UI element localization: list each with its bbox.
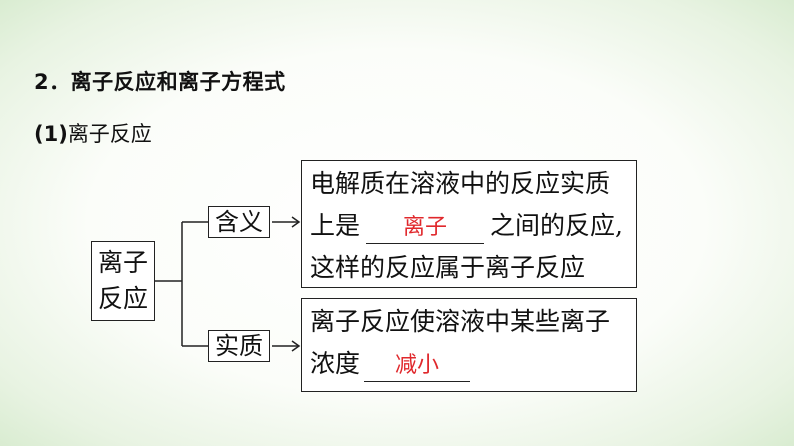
essence-line-2: 浓度减小 bbox=[310, 343, 628, 385]
meaning-line-2-suffix: 之间的反应, bbox=[490, 211, 623, 240]
subsection-heading: (1)离子反应 bbox=[34, 118, 152, 148]
root-line-1: 离子 bbox=[97, 248, 148, 277]
root-line-2: 反应 bbox=[97, 284, 148, 313]
essence-arrowhead bbox=[291, 340, 301, 352]
section-heading: 2．离子反应和离子方程式 bbox=[34, 70, 286, 94]
meaning-node: 含义 bbox=[208, 206, 270, 238]
subsection-title: 离子反应 bbox=[67, 122, 152, 146]
meaning-line-3: 这样的反应属于离子反应 bbox=[310, 253, 586, 282]
essence-answer-blank: 减小 bbox=[364, 351, 471, 382]
meaning-line-2-prefix: 上是 bbox=[310, 211, 361, 240]
subsection-number: (1) bbox=[34, 122, 68, 146]
essence-line-1: 离子反应使溶液中某些离子 bbox=[310, 307, 611, 336]
essence-line-2-prefix: 浓度 bbox=[310, 349, 361, 378]
meaning-line-2: 上是离子之间的反应, bbox=[310, 205, 628, 247]
root-node: 离子 反应 bbox=[91, 241, 155, 321]
meaning-answer-blank: 离子 bbox=[366, 213, 485, 244]
essence-description: 离子反应使溶液中某些离子 浓度减小 bbox=[301, 298, 637, 392]
essence-node: 实质 bbox=[208, 330, 270, 362]
meaning-line-1: 电解质在溶液中的反应实质 bbox=[310, 169, 611, 198]
meaning-arrowhead bbox=[291, 216, 301, 228]
meaning-description: 电解质在溶液中的反应实质 上是离子之间的反应, 这样的反应属于离子反应 bbox=[301, 160, 637, 288]
